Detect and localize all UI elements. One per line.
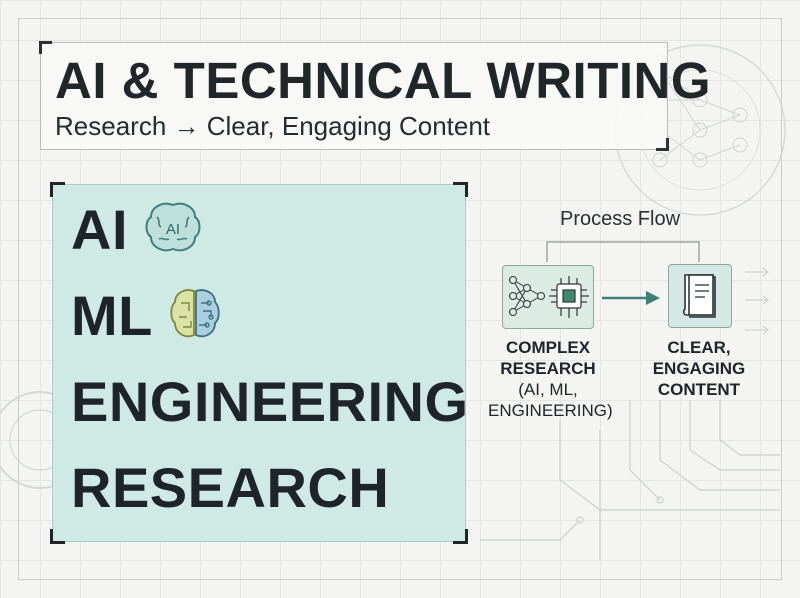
topic-research: RESEARCH — [71, 456, 390, 519]
arrow-right-icon — [602, 291, 660, 305]
target-line-3: CONTENT — [657, 380, 741, 399]
corner-mark — [453, 529, 468, 544]
source-line-3: (AI, ML, — [518, 380, 578, 399]
target-line-2: ENGAGING — [652, 359, 746, 378]
source-line-1: COMPLEX — [505, 338, 591, 357]
title-card: AI & TECHNICAL WRITING Research → Clear,… — [39, 41, 711, 151]
corner-mark — [50, 529, 65, 544]
corner-mark — [656, 138, 669, 151]
book-icon — [682, 274, 716, 318]
process-flow-label: Process Flow — [560, 208, 681, 230]
target-line-1: CLEAR, — [667, 338, 731, 357]
complex-research-label: COMPLEX RESEARCH (AI, ML, ENGINEERING) — [488, 337, 613, 421]
page-subtitle: Research → Clear, Engaging Content — [55, 111, 491, 141]
complex-research-icon-box — [502, 265, 594, 329]
source-line-2: RESEARCH — [500, 359, 596, 378]
source-line-4: ENGINEERING) — [488, 401, 613, 420]
topic-card: AI ML ENGINEERING RESEARCH AI — [50, 182, 469, 544]
topic-engineering: ENGINEERING — [71, 370, 469, 433]
brain-ai-icon: AI — [145, 202, 201, 252]
page-title: AI & TECHNICAL WRITING — [55, 52, 712, 109]
topic-ml: ML — [71, 284, 153, 347]
outer-frame — [18, 18, 782, 580]
brain-ai-icon-label: AI — [166, 221, 180, 238]
clear-content-label: CLEAR, ENGAGING CONTENT — [646, 337, 752, 400]
clear-content-icon-box — [668, 264, 732, 328]
corner-mark — [453, 182, 468, 197]
topic-ai: AI — [71, 198, 128, 261]
brain-ml-icon — [170, 289, 220, 338]
corner-mark — [39, 41, 52, 54]
corner-mark — [50, 182, 65, 197]
network-chip-icon — [509, 276, 589, 318]
